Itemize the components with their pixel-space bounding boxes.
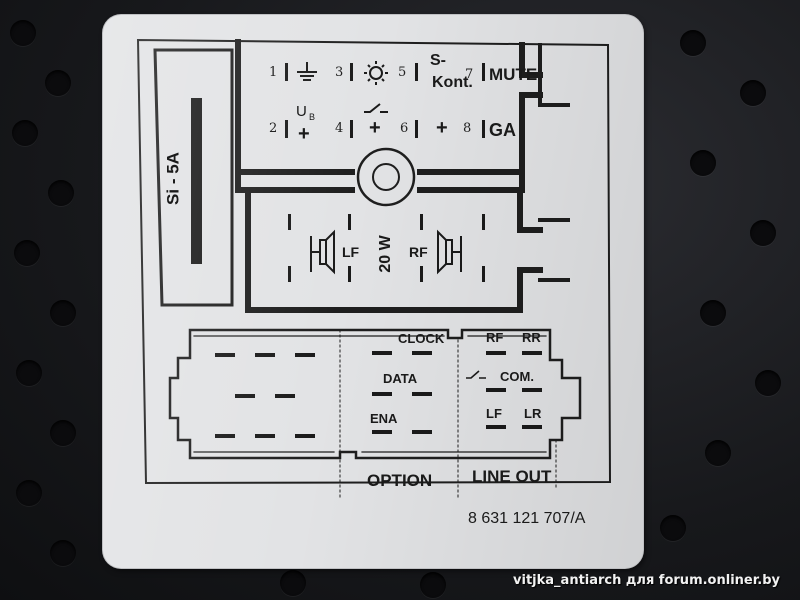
s-kont-label: Kont.: [432, 74, 473, 91]
fuse-label: Si - 5A: [163, 152, 183, 205]
casing-hole: [280, 570, 306, 596]
casing-hole: [750, 220, 776, 246]
ga-label: GA: [489, 120, 516, 140]
mute-label: MUTE: [489, 65, 538, 84]
part-number: 8 631 121 707/A: [468, 510, 586, 527]
ena-label: ENA: [370, 411, 398, 426]
clock-label: CLOCK: [398, 331, 445, 346]
casing-hole: [50, 540, 76, 566]
casing-hole: [705, 440, 731, 466]
ub-label: U: [296, 103, 307, 120]
plus-label: +: [298, 123, 310, 145]
line-out-label: LINE OUT: [472, 467, 552, 486]
switch-icon: [364, 103, 388, 113]
casing-hole: [16, 360, 42, 386]
pin-number-5: 5: [398, 65, 407, 80]
watermark: vitjka_antiarch для forum.onliner.by: [513, 573, 780, 588]
casing-hole: [45, 70, 71, 96]
speaker-icon: [310, 229, 335, 275]
speaker-icon: [437, 229, 462, 275]
pin-number-3: 3: [335, 65, 344, 80]
power-rating-label: 20 W: [377, 235, 394, 273]
casing-hole: [660, 515, 686, 541]
rf-line-out-label: RF: [486, 330, 504, 345]
option-label: OPTION: [367, 471, 433, 490]
pin-number-7: 7: [465, 67, 474, 82]
casing-hole: [680, 30, 706, 56]
rr-line-out-label: RR: [522, 330, 541, 345]
s-kont-label: S-: [430, 52, 446, 69]
pin-number-1: 1: [269, 65, 278, 80]
casing-hole: [50, 420, 76, 446]
pin-number-4: 4: [335, 121, 344, 136]
pin-number-6: 6: [400, 121, 409, 136]
ground-icon: [297, 62, 317, 81]
pin-number-2: 2: [269, 121, 278, 136]
casing-hole: [690, 150, 716, 176]
casing-hole: [420, 572, 446, 598]
switch-icon: [466, 370, 486, 379]
casing-hole: [14, 240, 40, 266]
casing-hole: [50, 300, 76, 326]
casing-hole: [48, 180, 74, 206]
lr-line-out-label: LR: [524, 406, 542, 421]
casing-hole: [700, 300, 726, 326]
ub-subscript: B: [309, 112, 316, 122]
rf-speaker-label: RF: [409, 244, 428, 260]
plus-label: +: [436, 117, 448, 139]
casing-hole: [740, 80, 766, 106]
com-label: COM.: [500, 369, 534, 384]
lf-speaker-label: LF: [342, 244, 360, 260]
data-label: DATA: [383, 371, 418, 386]
casing-hole: [16, 480, 42, 506]
casing-hole: [755, 370, 781, 396]
casing-hole: [12, 120, 38, 146]
pin-number-8: 8: [463, 121, 472, 136]
lf-line-out-label: LF: [486, 406, 502, 421]
casing-hole: [10, 20, 36, 46]
light-icon: [364, 61, 388, 85]
plus-label: +: [369, 117, 381, 139]
